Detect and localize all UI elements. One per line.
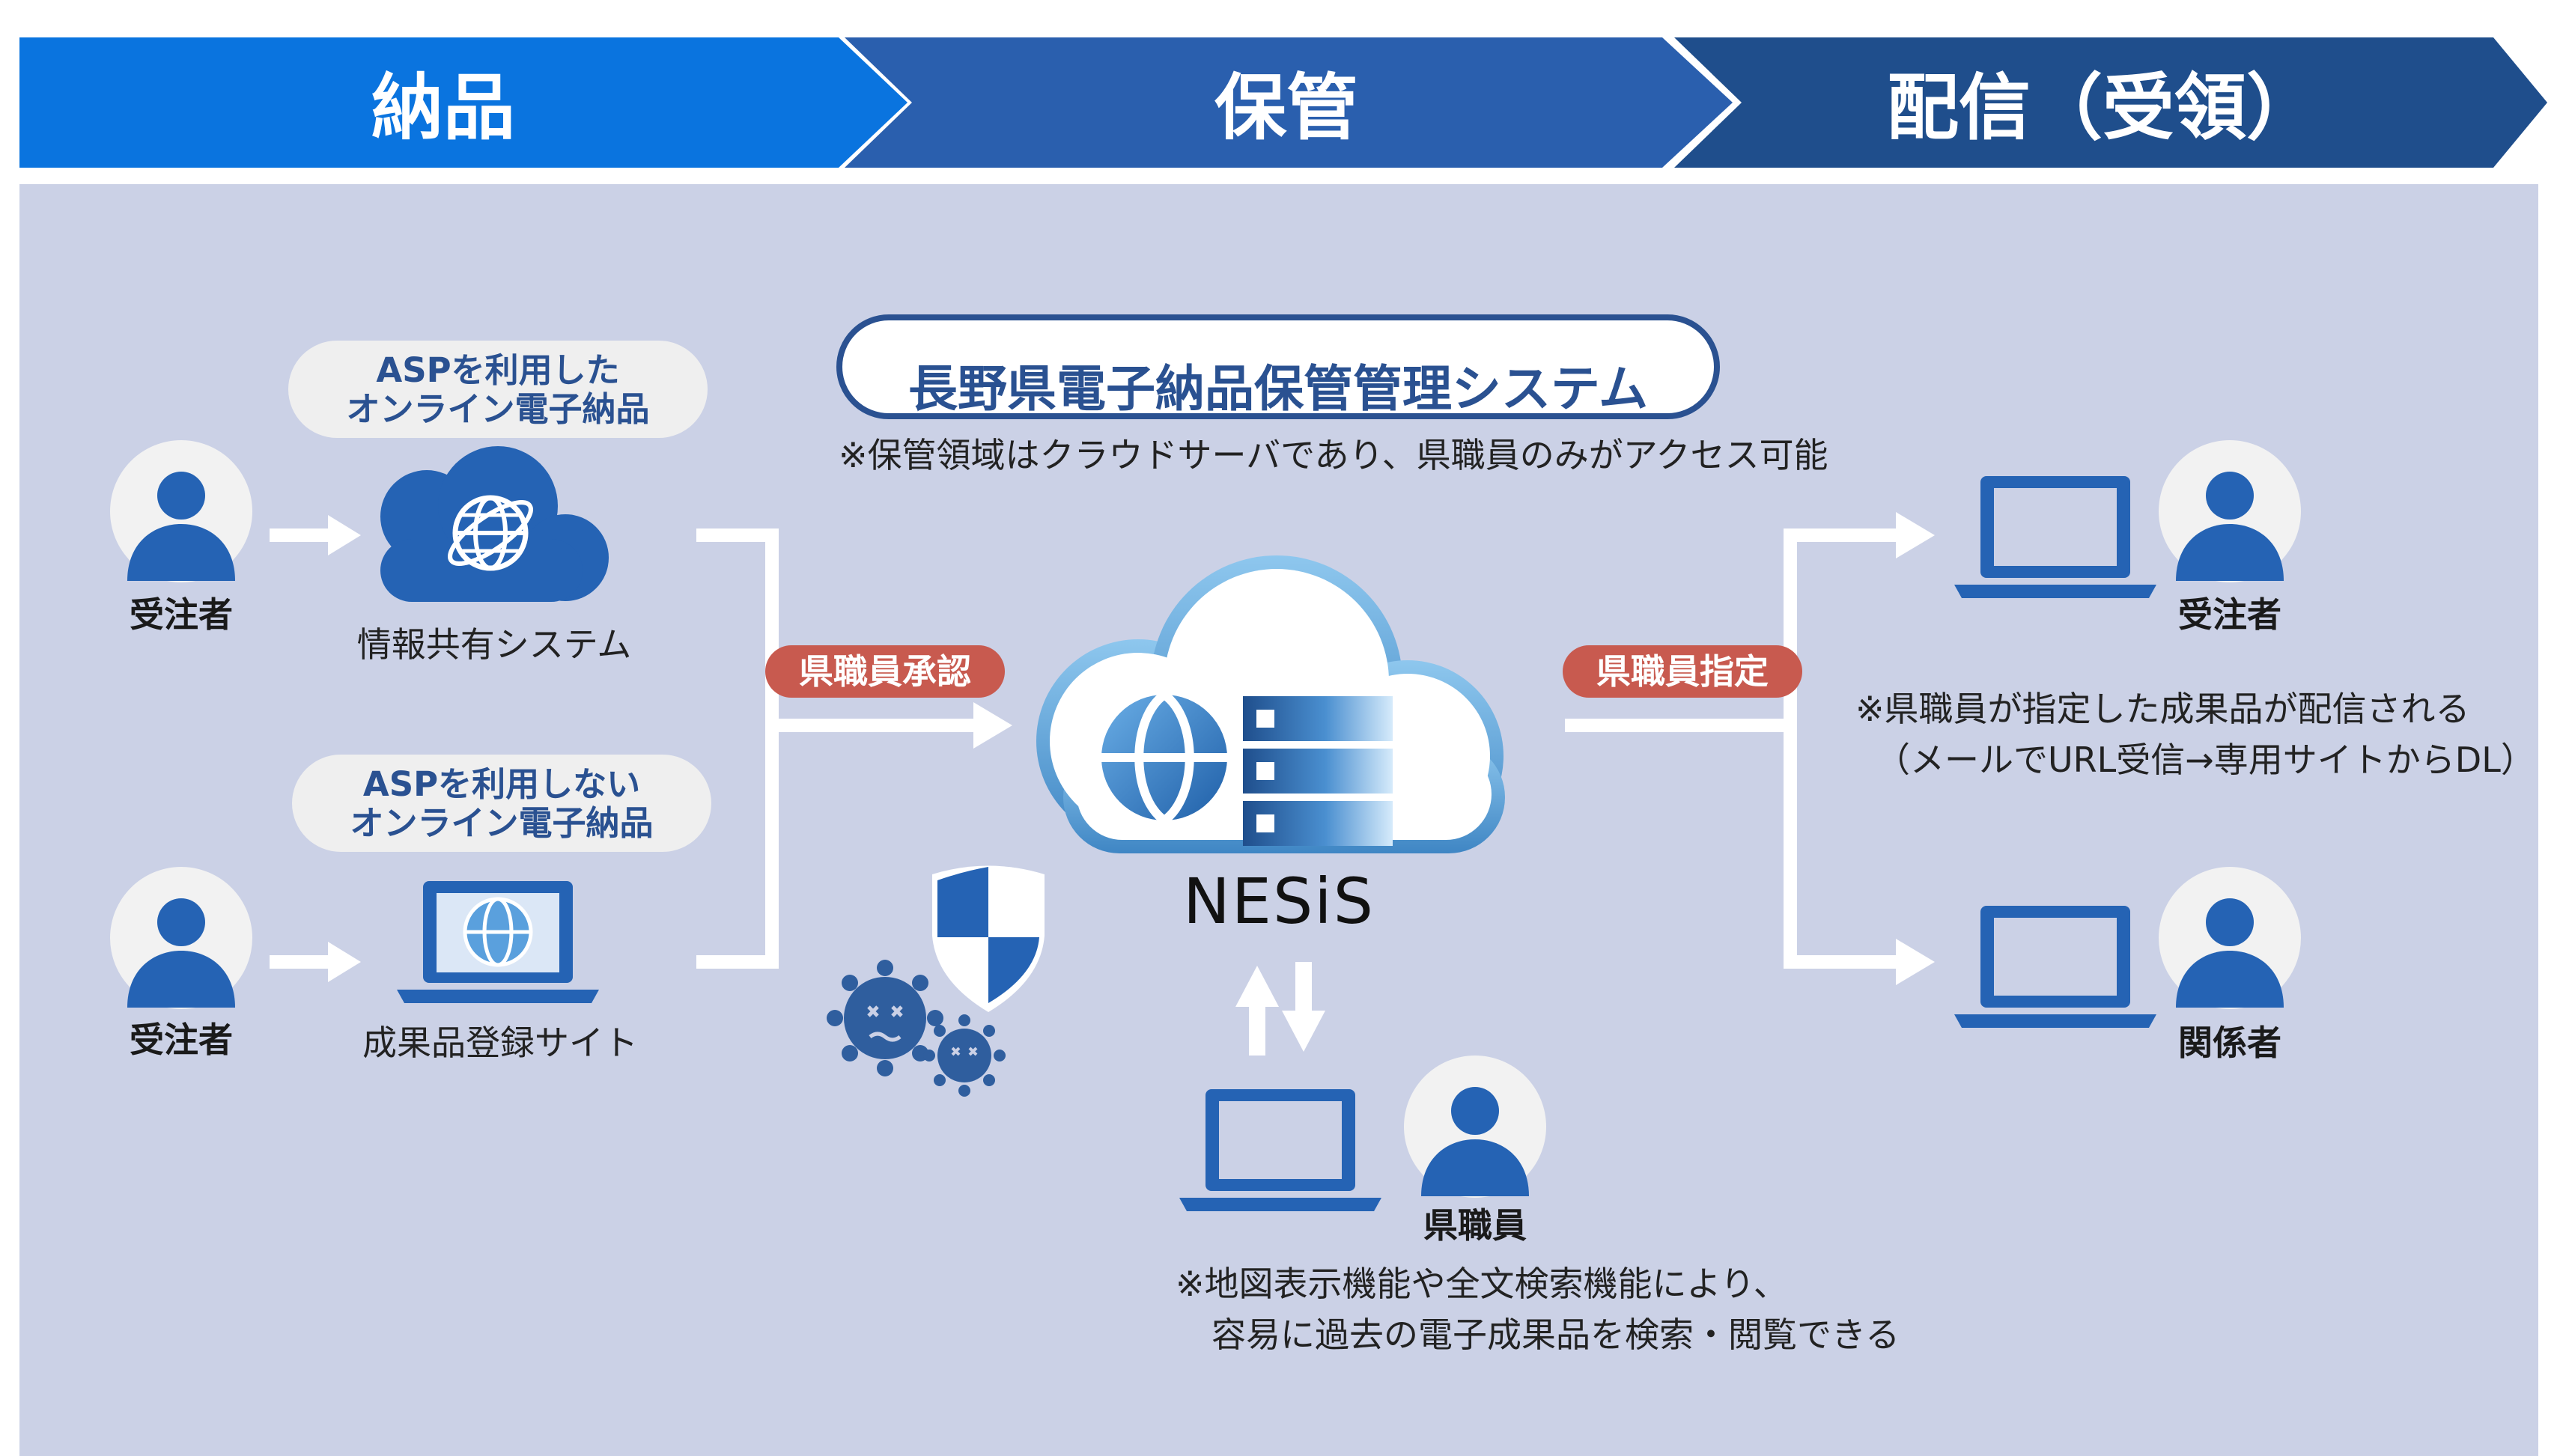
- method-pill-asp-line1: ASPを利用した: [376, 350, 620, 390]
- designation-badge: 県職員指定: [1563, 645, 1802, 698]
- server-stack-icon: [1243, 696, 1393, 846]
- approval-badge: 県職員承認: [765, 645, 1005, 698]
- arrow-icon-left-bottom: [270, 942, 361, 982]
- stage-header-bar: [19, 37, 2547, 168]
- person-icon-right-top: [2159, 440, 2301, 582]
- person-icon-right-bottom: [2159, 867, 2301, 1009]
- stage-label-haishin: 配信（受領）: [1887, 66, 2318, 150]
- method-pill-asp: ASPを利用した オンライン電子納品: [288, 341, 708, 438]
- system-title: 長野県電子納品保管管理システム: [907, 360, 1649, 418]
- method-pill-non-asp-line2: オンライン電子納品: [350, 803, 654, 843]
- left-merge-connector: [696, 529, 1012, 969]
- laptop-icon-right-top: [1954, 476, 2156, 598]
- service-label-info-sharing: 情報共有システム: [356, 624, 632, 665]
- contractor-label-top: 受注者: [130, 594, 233, 635]
- right-split-connector: [1565, 512, 1935, 985]
- distribution-note-line2: （メールでURL受信→専用サイトからDL）: [1876, 740, 2535, 780]
- person-icon-left-bottom: [110, 867, 252, 1009]
- stage-label-hokan: 保管: [1214, 66, 1358, 150]
- search-note-line2: 容易に過去の電子成果品を検索・閲覧できる: [1211, 1315, 1900, 1355]
- staff-label: 県職員: [1423, 1205, 1527, 1246]
- virus-icon-large: [827, 960, 943, 1076]
- storage-note: ※保管領域はクラウドサーバであり、県職員のみがアクセス可能: [839, 435, 1828, 475]
- person-icon-bottom: [1404, 1056, 1546, 1198]
- stage-arrow-hokan: [845, 37, 1733, 168]
- laptop-icon-bottom: [1179, 1089, 1381, 1211]
- stakeholder-label: 関係者: [2178, 1023, 2281, 1063]
- bidirectional-arrow-icon: [1235, 962, 1325, 1056]
- laptop-globe-icon: [397, 881, 599, 1003]
- contractor-label-right: 受注者: [2178, 594, 2281, 635]
- globe-icon: [1101, 691, 1227, 824]
- virus-icon-small: [923, 1014, 1006, 1097]
- stage-arrow-haishin: [1674, 37, 2547, 168]
- cloud-globe-icon: [380, 446, 609, 602]
- system-title-box: 長野県電子納品保管管理システム: [836, 314, 1720, 419]
- method-pill-asp-line2: オンライン電子納品: [346, 389, 650, 429]
- distribution-note-line1: ※県職員が指定した成果品が配信される: [1855, 689, 2470, 729]
- method-pill-non-asp-line1: ASPを利用しない: [362, 764, 641, 804]
- person-icon-left-top: [110, 440, 252, 582]
- service-label-registration-site: 成果品登録サイト: [362, 1023, 638, 1063]
- stage-label-nouhin: 納品: [371, 66, 515, 150]
- method-pill-non-asp: ASPを利用しない オンライン電子納品: [292, 755, 711, 852]
- contractor-label-bottom: 受注者: [130, 1020, 233, 1060]
- arrow-icon-left-top: [270, 515, 361, 555]
- nesis-logo-text: NESiS: [1183, 865, 1375, 938]
- security-shield-icon: [932, 865, 1045, 1012]
- stage-arrow-nouhin: [19, 37, 907, 168]
- laptop-icon-right-bottom: [1954, 906, 2156, 1028]
- search-note-line1: ※地図表示機能や全文検索機能により、: [1176, 1264, 1788, 1304]
